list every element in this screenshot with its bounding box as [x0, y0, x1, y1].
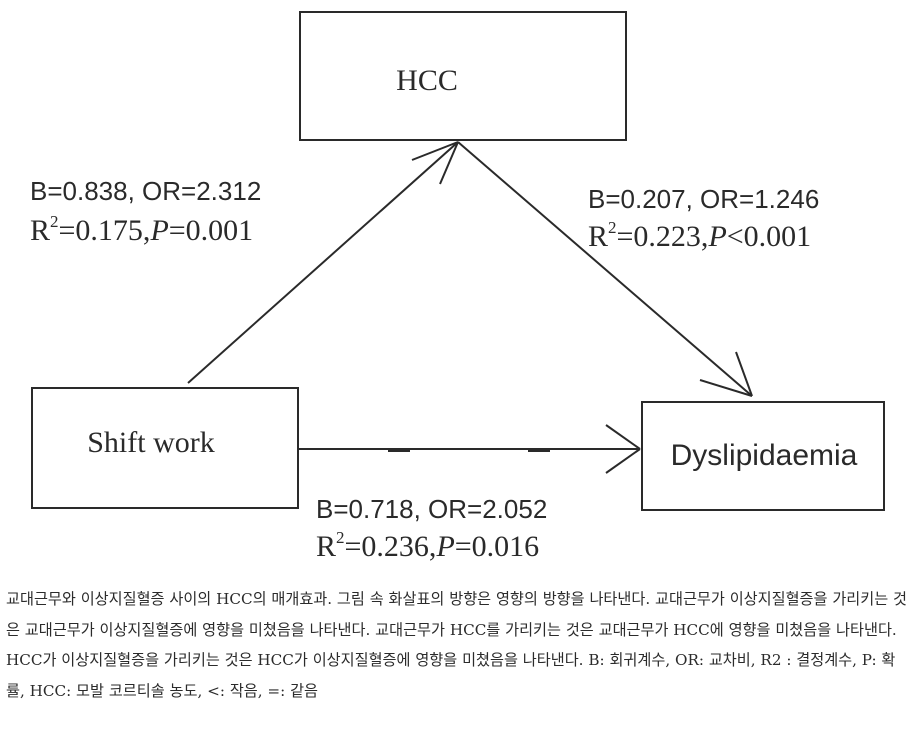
shift-to-hcc-b-or: B=0.838, OR=2.312: [30, 176, 261, 206]
shift-to-dys-r2-p: R2=0.236,P=0.016: [316, 528, 539, 563]
figure-caption: 교대근무와 이상지질혈증 사이의 HCC의 매개효과. 그림 속 화살표의 방향…: [6, 590, 908, 700]
hcc-to-dys-b-or: B=0.207, OR=1.246: [588, 184, 819, 214]
arrow-shift-to-hcc: [187, 141, 459, 384]
shift-to-hcc-r2-p: R2=0.175,P=0.001: [30, 212, 253, 247]
shift-to-dys-b-or: B=0.718, OR=2.052: [316, 494, 547, 524]
shift-work-label: Shift work: [87, 426, 215, 459]
mediation-diagram: HCC Shift work Dyslipidaemia B=0.838, OR…: [30, 11, 885, 563]
hcc-box: [299, 11, 627, 141]
hcc-label: HCC: [396, 64, 458, 97]
dyslipidaemia-label: Dyslipidaemia: [671, 439, 858, 472]
shift-work-box: [31, 387, 299, 509]
arrow-hcc-to-dyslipidaemia: [457, 141, 753, 397]
hcc-to-dys-r2-p: R2=0.223,P<0.001: [588, 218, 811, 253]
arrow-shift-to-dyslipidaemia: [298, 424, 641, 474]
dyslipidaemia-box: [641, 401, 885, 511]
